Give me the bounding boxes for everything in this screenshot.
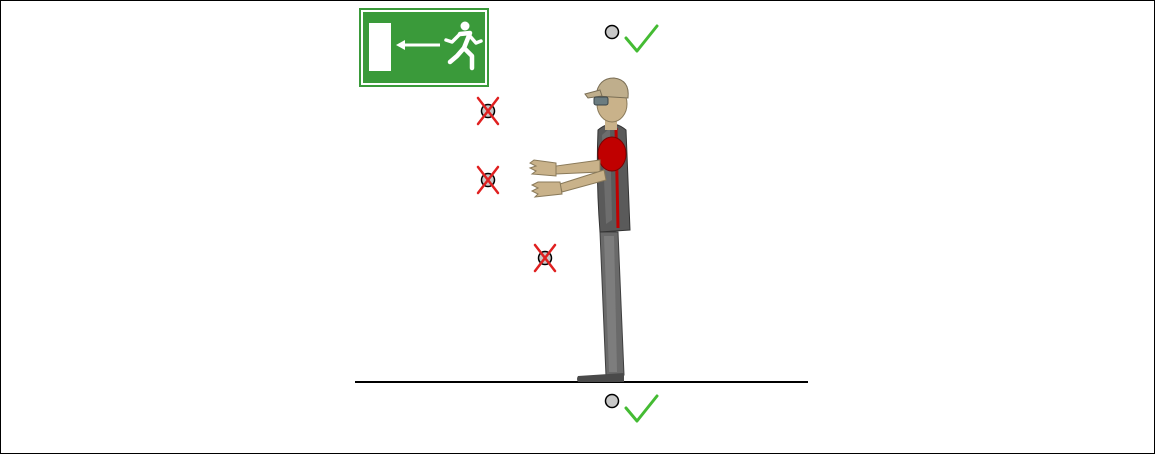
figure-hand-upper	[530, 160, 556, 176]
emergency-exit-sign-icon	[360, 9, 488, 86]
figure-hand-lower	[532, 182, 562, 197]
marker-floor	[606, 395, 658, 422]
reference-point-icon	[606, 395, 619, 408]
figure-goggles	[594, 97, 608, 105]
marker-upper-left	[478, 98, 498, 124]
marker-middle-left	[478, 167, 498, 193]
marker-top	[606, 26, 658, 52]
checkmark-icon	[626, 396, 657, 421]
shoulder-highlight	[598, 137, 626, 171]
exit-door-icon	[369, 23, 391, 71]
figure-shoe	[577, 373, 624, 382]
reference-point-icon	[606, 26, 619, 39]
standing-worker-figure	[530, 78, 630, 382]
checkmark-icon	[626, 26, 657, 51]
figure-forearm-upper	[556, 160, 600, 174]
marker-lower-left	[535, 245, 555, 271]
